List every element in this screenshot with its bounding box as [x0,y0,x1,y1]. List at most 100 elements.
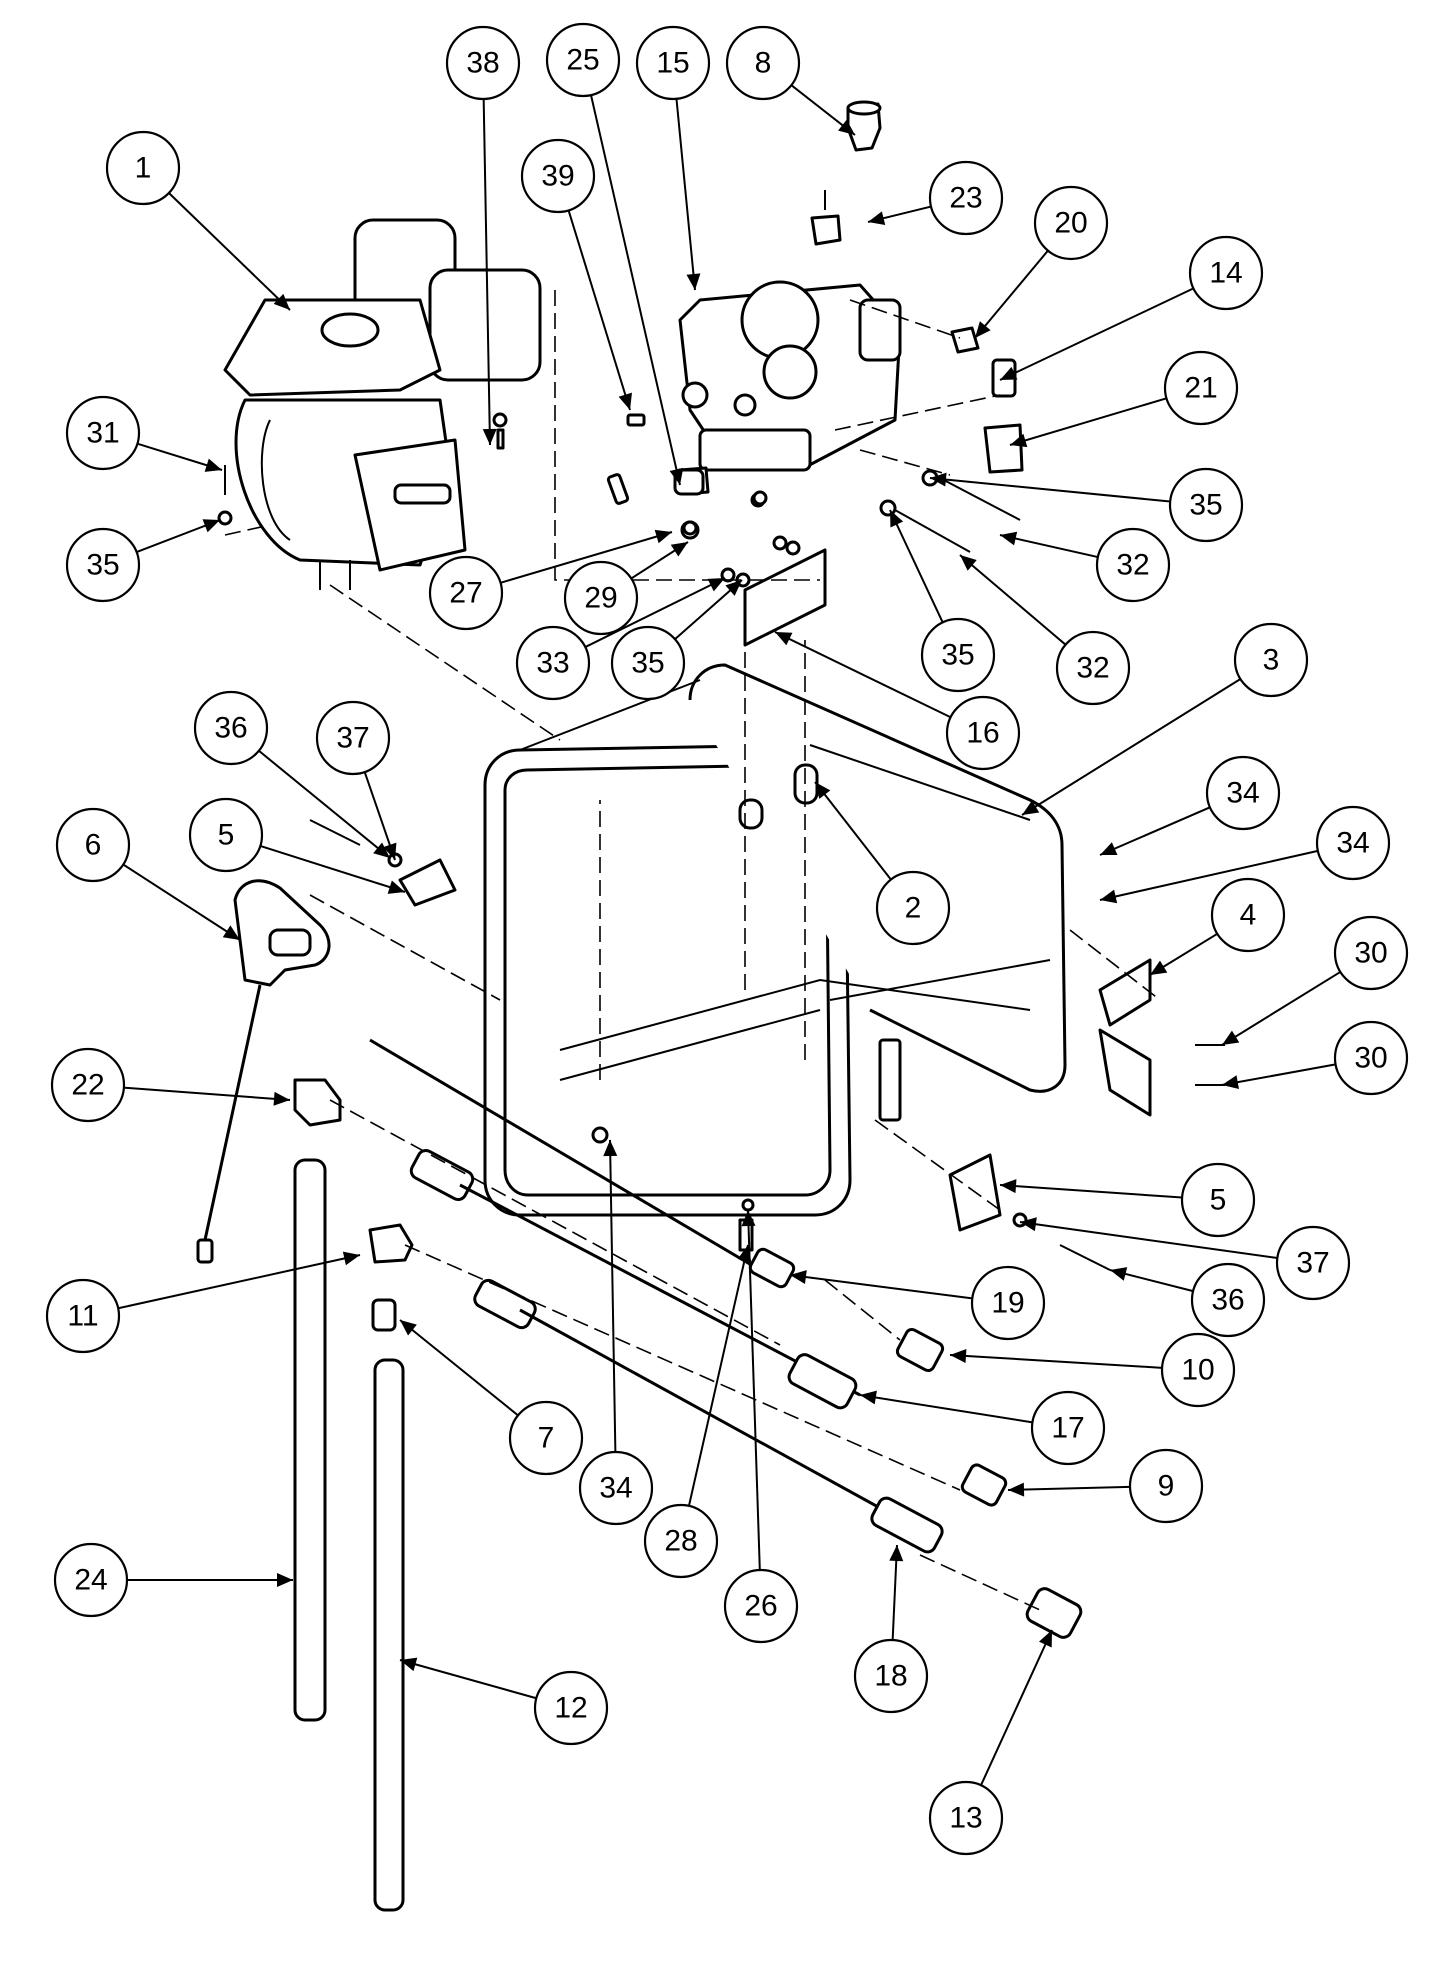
leader-arrowhead [737,1245,752,1263]
leader-line [1099,849,1319,901]
leader-line [1009,397,1167,446]
callout-34-c: 34 [578,1450,654,1526]
leader-line [980,1629,1053,1786]
callout-2: 2 [875,870,951,946]
leader-line [889,509,944,623]
svg-text:17: 17 [1051,1412,1084,1445]
leader-arrowhead [1000,366,1018,380]
leader-arrowhead [1020,1217,1037,1232]
leader-line [859,1394,1033,1424]
leader-line [949,1354,1163,1369]
svg-text:35: 35 [1189,489,1222,522]
callout-26: 26 [723,1568,799,1644]
brackets [309,819,1225,1271]
leader-arrowhead [775,632,793,646]
callout-13: 13 [928,1780,1004,1856]
svg-text:9: 9 [1158,1470,1175,1503]
svg-text:25: 25 [566,44,599,77]
svg-text:6: 6 [85,829,102,862]
leader-arrowhead [1222,1075,1239,1090]
leader-line [929,477,1171,503]
callout-29: 29 [563,560,639,636]
leader-line [687,1244,749,1507]
leader-line [1021,678,1241,816]
svg-text:32: 32 [1076,652,1109,685]
leader-arrowhead [1010,433,1028,448]
callout-35-b: 35 [65,527,141,603]
svg-text:12: 12 [554,1692,587,1725]
callout-3: 3 [1233,622,1309,698]
leader-line [567,210,631,411]
svg-text:39: 39 [541,160,574,193]
svg-text:35: 35 [941,639,974,672]
leader-line [999,287,1194,381]
leader-arrowhead [1110,1267,1128,1281]
leader-line [258,750,391,859]
hoses [369,1038,944,1554]
leader-arrowhead [790,1270,807,1284]
leader-line [675,98,696,291]
svg-text:38: 38 [466,47,499,80]
svg-text:35: 35 [86,549,119,582]
callout-12: 12 [533,1670,609,1746]
svg-text:34: 34 [1226,777,1259,810]
callout-23: 23 [928,160,1004,236]
leader-line [123,1086,291,1101]
leader-arrowhead [707,578,725,592]
leader-line [590,94,681,486]
callout-5-b: 5 [1180,1162,1256,1238]
leader-line [814,781,892,881]
leader-arrowhead [1000,1179,1017,1194]
callout-36-b: 36 [1190,1262,1266,1338]
callout-19: 19 [970,1265,1046,1341]
svg-text:13: 13 [949,1802,982,1835]
leader-line [1221,971,1341,1046]
leader-arrowhead [273,293,290,310]
leader-arrowhead [222,925,240,940]
svg-text:27: 27 [449,577,482,610]
svg-text:7: 7 [538,1422,555,1455]
leader-arrowhead [889,1545,904,1562]
callout-32-b: 32 [1055,630,1131,706]
callout-5-a: 5 [188,797,264,873]
svg-text:16: 16 [966,717,999,750]
leader-arrowhead [1100,842,1118,856]
leader-line [609,1139,617,1453]
callout-30-b: 30 [1333,1020,1409,1096]
spray-gun [196,879,331,1264]
svg-text:19: 19 [991,1287,1024,1320]
callout-35-a: 35 [1168,467,1244,543]
svg-text:33: 33 [536,647,569,680]
svg-text:5: 5 [1210,1184,1227,1217]
wands [293,1078,414,1912]
leader-arrowhead [373,842,390,858]
svg-text:3: 3 [1263,644,1280,677]
leader-line [259,844,406,893]
leader-arrowhead [686,273,701,290]
leader-arrowhead [618,392,632,410]
leader-arrowhead [273,1091,290,1106]
leader-arrowhead [1222,1030,1240,1045]
svg-text:32: 32 [1116,549,1149,582]
leader-line [974,249,1049,339]
callout-28: 28 [643,1503,719,1579]
leader-line [168,192,291,311]
callout-14: 14 [1188,235,1264,311]
callout-9: 9 [1128,1448,1204,1524]
callout-30-a: 30 [1333,915,1409,991]
leader-arrowhead [669,467,684,485]
leader-arrowhead [860,1390,877,1405]
callout-37-b: 37 [1275,1225,1351,1301]
leader-arrowhead [975,321,991,338]
leader-line [117,1254,361,1310]
svg-text:21: 21 [1184,372,1217,405]
leader-arrowhead [202,519,220,533]
leader-arrowhead [603,1140,618,1157]
leader-line [1019,1221,1278,1260]
callout-10: 10 [1160,1332,1236,1408]
leader-arrowhead [342,1251,360,1266]
leader-line [959,554,1067,646]
callout-4: 4 [1210,877,1286,953]
leader-line [747,1209,761,1571]
callout-21: 21 [1163,350,1239,426]
